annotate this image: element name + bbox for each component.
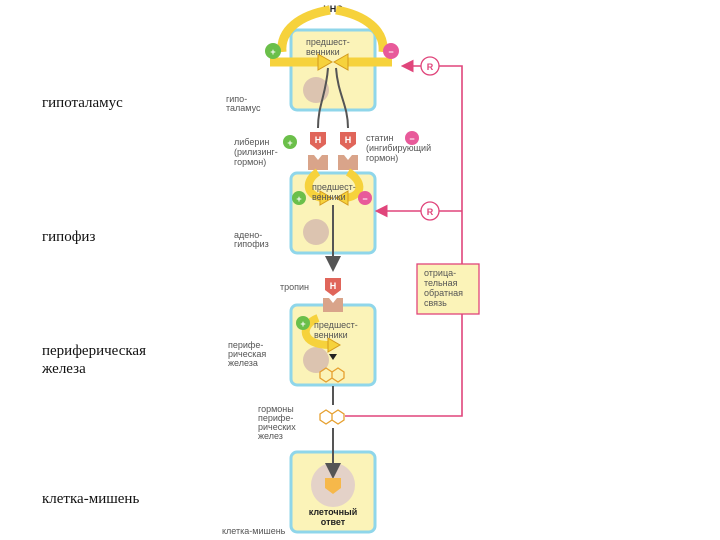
side-label-pituitary: гипофиз xyxy=(42,229,96,245)
cns-arrow-right xyxy=(335,5,388,53)
feedback-receptor-mid-letter: R xyxy=(427,207,434,217)
pit-minus-circle xyxy=(358,191,372,205)
statin-letter: H xyxy=(345,135,352,145)
gland-down-arrow xyxy=(329,354,337,360)
hormone-label-line1: гормоны xyxy=(258,404,294,414)
side-label-peripheral-line1: периферическая xyxy=(42,343,146,359)
side-label-target-cell: клетка-мишень xyxy=(42,491,140,507)
feedback-box xyxy=(416,263,480,315)
feedback-receptor-mid xyxy=(420,201,440,221)
gland-precursors-line2: венники xyxy=(314,330,348,340)
cell-response-line1: клеточный xyxy=(309,507,358,517)
hyp-precursors-line1: предшест- xyxy=(306,37,350,47)
pit-precursors-line2: венники xyxy=(312,192,346,202)
hyp-label-line2: таламус xyxy=(226,103,261,113)
liberin-plus-sign: + xyxy=(287,138,292,148)
tropin-letter: H xyxy=(330,281,337,291)
gland-plus-sign: + xyxy=(300,319,305,329)
tropin-label: тропин xyxy=(280,282,309,292)
gland-nucleus xyxy=(303,347,329,373)
feedback-receptor-top-letter: R xyxy=(427,62,434,72)
statin-label-line3: гормон) xyxy=(366,153,398,163)
cns-arrow-left xyxy=(277,5,331,53)
liberin-plus-circle xyxy=(283,135,297,149)
side-label-hypothalamus: гипоталамус xyxy=(42,95,123,111)
statin-receptor xyxy=(338,155,358,170)
pit-yellow-arrow-right xyxy=(345,168,364,202)
hyp-minus-circle xyxy=(383,43,399,59)
gland-plus-circle xyxy=(296,316,310,330)
feedback-receptor-top xyxy=(420,56,440,76)
pit-plus-circle xyxy=(292,191,306,205)
hyp-minus-sign: − xyxy=(388,47,393,57)
hyp-label-line1: гипо- xyxy=(226,94,247,104)
gland-label-line2: рическая xyxy=(228,349,266,359)
pit-plus-sign: + xyxy=(296,194,301,204)
feedback-label-line1: отрица- xyxy=(424,268,456,278)
cell-response-line2: ответ xyxy=(321,517,346,527)
hyp-precursors-line2: венники xyxy=(306,47,340,57)
feedback-label-line2: тельная xyxy=(424,278,458,288)
hyp-plus-sign: + xyxy=(270,47,275,57)
tropin-receptor xyxy=(323,298,343,312)
statin-minus-sign: − xyxy=(409,134,414,144)
feedback-label-line3: обратная xyxy=(424,288,463,298)
liberin-label-line1: либерин xyxy=(234,137,269,147)
cns-label: ЦНС xyxy=(323,4,343,14)
pit-yellow-head-left xyxy=(319,190,333,206)
statin-label-line1: статин xyxy=(366,133,393,143)
statin-minus-circle xyxy=(405,131,419,145)
hyp-to-statin-line xyxy=(335,67,349,129)
liberin-label-line3: гормон) xyxy=(234,157,266,167)
gland-label-line1: перифе- xyxy=(228,340,263,350)
hormone-label-line4: желез xyxy=(258,431,283,441)
side-label-peripheral-gland: периферическая железа xyxy=(42,342,146,378)
adeno-label-line1: адено- xyxy=(234,230,262,240)
tropin-hormone xyxy=(325,278,341,296)
liberin-hormone xyxy=(310,132,326,150)
pit-yellow-arrow-left xyxy=(304,168,324,202)
hyp-yellow-head-left xyxy=(317,53,334,71)
pit-minus-sign: − xyxy=(362,194,367,204)
peripheral-hormone-molecule xyxy=(319,409,345,425)
gland-yellow-arrow xyxy=(301,314,331,349)
feedback-label-line4: связь xyxy=(424,298,447,308)
statin-label-line2: (ингибирующий xyxy=(366,143,431,153)
hyp-yellow-head-right xyxy=(332,53,349,71)
gland-label-line3: железа xyxy=(228,358,258,368)
pituitary-nucleus xyxy=(303,219,329,245)
pit-precursors-line1: предшест- xyxy=(312,182,356,192)
liberin-receptor xyxy=(308,155,328,170)
gland-steroid-molecule xyxy=(319,367,345,383)
hyp-to-liberin-line xyxy=(317,67,329,129)
adeno-label-line2: гипофиз xyxy=(234,239,269,249)
statin-hormone xyxy=(340,132,356,150)
hormone-label-line3: рических xyxy=(258,422,296,432)
liberin-letter: H xyxy=(315,135,322,145)
pit-yellow-head-right xyxy=(335,190,349,206)
liberin-label-line2: (рилизинг- xyxy=(234,147,278,157)
gland-yellow-head xyxy=(327,337,341,353)
hyp-plus-circle xyxy=(265,43,281,59)
target-receptor xyxy=(325,478,341,494)
gland-precursors-line1: предшест- xyxy=(314,320,358,330)
hormone-label-line2: перифе- xyxy=(258,413,293,423)
target-cell-label: клетка-мишень xyxy=(222,526,286,536)
side-label-peripheral-line2: железа xyxy=(42,361,86,377)
